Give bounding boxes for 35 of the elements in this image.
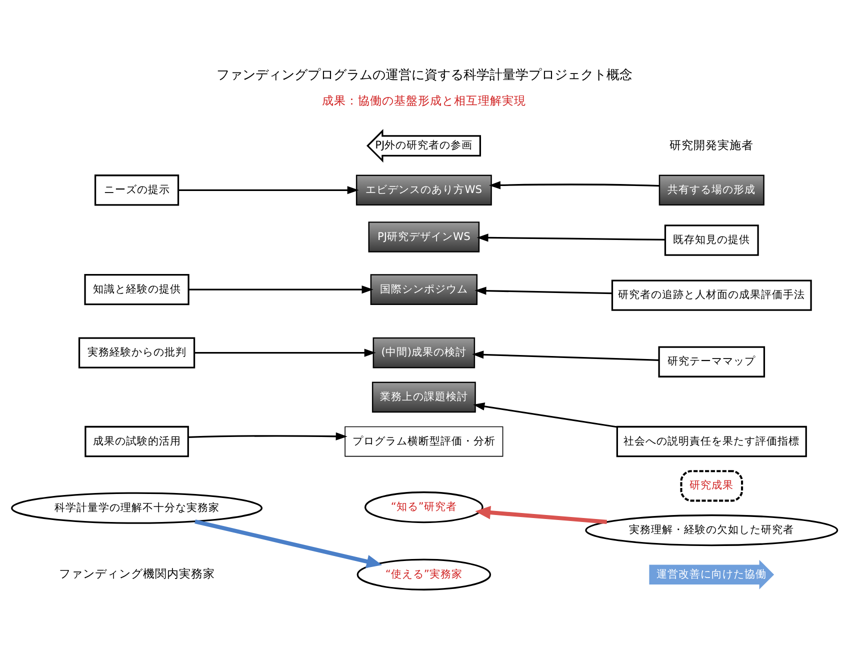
node-box: 知識と経験の提供 bbox=[84, 274, 190, 306]
diagram-title: ファンディングプログラムの運営に資する科学計量学プロジェクト概念 bbox=[216, 68, 632, 84]
node-ellipse: 実務理解・経験の欠如した研究者 bbox=[585, 514, 838, 546]
node-ellipse: “知る”研究者 bbox=[364, 491, 484, 524]
arrow bbox=[194, 519, 382, 568]
node-box: 国際シンポジウム bbox=[370, 274, 478, 305]
arrow bbox=[194, 348, 376, 357]
label: 研究開発実施者 bbox=[670, 138, 754, 152]
arrow bbox=[178, 186, 359, 194]
node-box: 成果の試験的活用 bbox=[84, 426, 189, 458]
node-box: 既存知見の提供 bbox=[664, 224, 759, 256]
node-box: 研究者の追跡と人材面の成果評価手法 bbox=[611, 280, 812, 311]
arrow bbox=[188, 432, 348, 440]
arrow bbox=[475, 506, 607, 524]
arrow bbox=[472, 350, 659, 362]
node-box: エビデンスのあり方WS bbox=[356, 174, 492, 206]
label: ファンディング機関内実務家 bbox=[58, 566, 215, 581]
node-ellipse: “使える”実務家 bbox=[356, 558, 492, 590]
node-box: 業務上の課題検討 bbox=[372, 382, 476, 413]
node-box: 社会への説明責任を果たす評価指標 bbox=[616, 426, 807, 458]
arrow bbox=[488, 181, 660, 190]
arrow bbox=[188, 286, 374, 294]
label: 成果：協働の基盤形成と相互理解実現 bbox=[322, 93, 526, 108]
arrow bbox=[474, 286, 612, 295]
node-box: 研究成果 bbox=[680, 470, 744, 502]
node-box: 実務経験からの批判 bbox=[78, 337, 196, 368]
arrow bbox=[473, 402, 618, 428]
node-box: プログラム横断型評価・分析 bbox=[344, 426, 504, 457]
arrow bbox=[476, 234, 666, 242]
node-box: 研究テーママップ bbox=[658, 346, 766, 378]
node-box: (中間)成果の検討 bbox=[372, 337, 476, 368]
node-box: PJ研究デザインWS bbox=[368, 222, 480, 252]
node-box: ニーズの提示 bbox=[94, 174, 180, 206]
node-ellipse: 科学計量学の理解不十分な実務家 bbox=[11, 492, 263, 524]
node-box: 共有する場の形成 bbox=[658, 174, 764, 206]
